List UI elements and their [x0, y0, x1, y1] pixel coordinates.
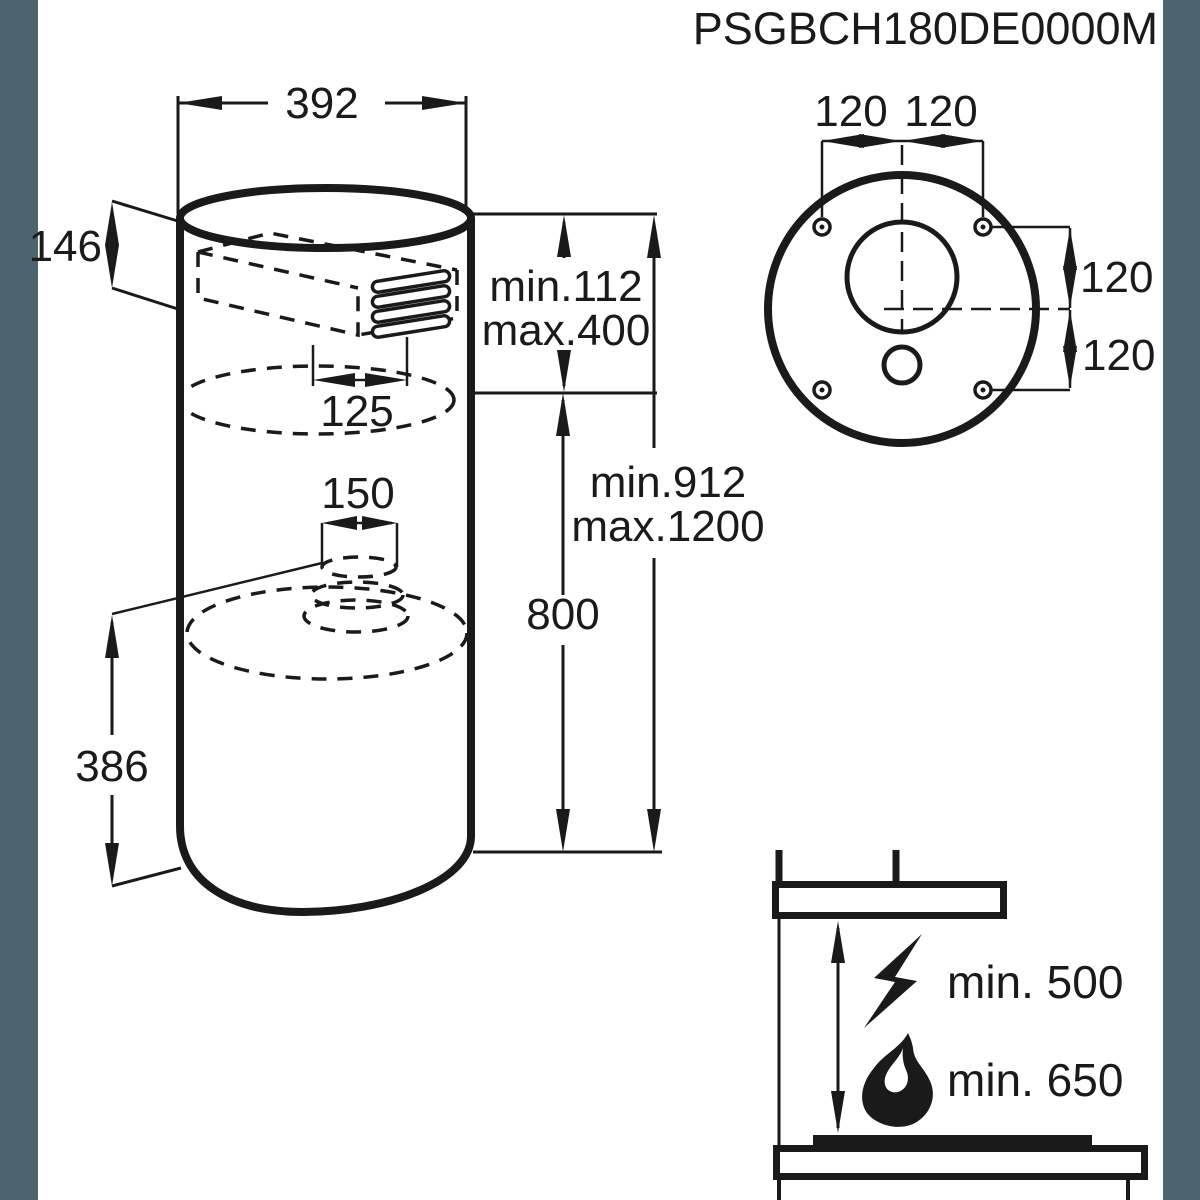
section-line	[111, 561, 323, 616]
dim-lower-body-label: 386	[75, 742, 148, 791]
installation-view	[772, 850, 1148, 1200]
dim-band-height-arrows	[105, 202, 119, 288]
dim-body-height-arrows	[556, 393, 570, 852]
center-lines	[884, 145, 1070, 333]
dim-hole-right-label: 120	[904, 87, 977, 136]
counter-top	[773, 1145, 1148, 1180]
front-view	[105, 96, 662, 917]
model-number: PSGBCH180DE0000M	[693, 3, 1158, 54]
dim-chimney-max-label: max.400	[482, 306, 651, 355]
left-side-bar	[0, 0, 38, 1200]
dim-hole-upper-label: 120	[1080, 253, 1153, 302]
top-view	[764, 134, 1077, 447]
dim-duct-width-label: 125	[320, 387, 393, 436]
dim-overall-min-label: min.912	[590, 458, 747, 507]
lightning-icon	[864, 934, 922, 1028]
clearance-arrow-heads	[831, 921, 845, 1133]
dim-overall-arrows	[647, 215, 661, 852]
vent-louvers	[370, 269, 452, 339]
electric-clearance-label: min. 500	[947, 956, 1123, 1008]
collar-and-canopy-hidden-lines	[185, 555, 469, 681]
dim-top-width-arrows	[178, 96, 466, 110]
mounting-hole-dots	[819, 224, 986, 393]
dim-holes-vertical-arrows	[1063, 228, 1077, 388]
hood-canopy-plate	[772, 881, 1007, 919]
dim-duct-width-arrows	[313, 373, 407, 387]
dim-hole-lower-label: 120	[1082, 331, 1155, 380]
dim-collar-width-arrows	[322, 516, 397, 530]
dim-collar-width-label: 150	[321, 469, 394, 518]
dim-hole-left-label: 120	[814, 87, 887, 136]
dim-top-width-label: 392	[285, 79, 358, 128]
dim-holes-horizontal-arrows	[822, 134, 983, 148]
cylinder-top-ellipse	[176, 184, 475, 252]
gas-clearance-label: min. 650	[947, 1054, 1123, 1106]
flame-icon	[862, 1033, 933, 1127]
right-side-bar	[1163, 0, 1200, 1200]
dim-chimney-min-label: min.112	[489, 262, 642, 311]
dim-body-height-label: 800	[526, 590, 599, 639]
internal-duct-slab	[178, 231, 459, 436]
dim-overall-max-label: max.1200	[571, 502, 764, 551]
dim-lower-body-arrows	[105, 615, 119, 886]
dim-chimney-arrows	[557, 215, 571, 392]
dim-collar-width	[320, 521, 399, 567]
dim-band-height-label: 146	[29, 222, 102, 271]
dim-band-height	[110, 199, 182, 312]
cooktop-surface	[813, 1135, 1092, 1146]
cylinder-body-outline	[176, 218, 475, 917]
cable-hole-circle	[881, 344, 923, 386]
